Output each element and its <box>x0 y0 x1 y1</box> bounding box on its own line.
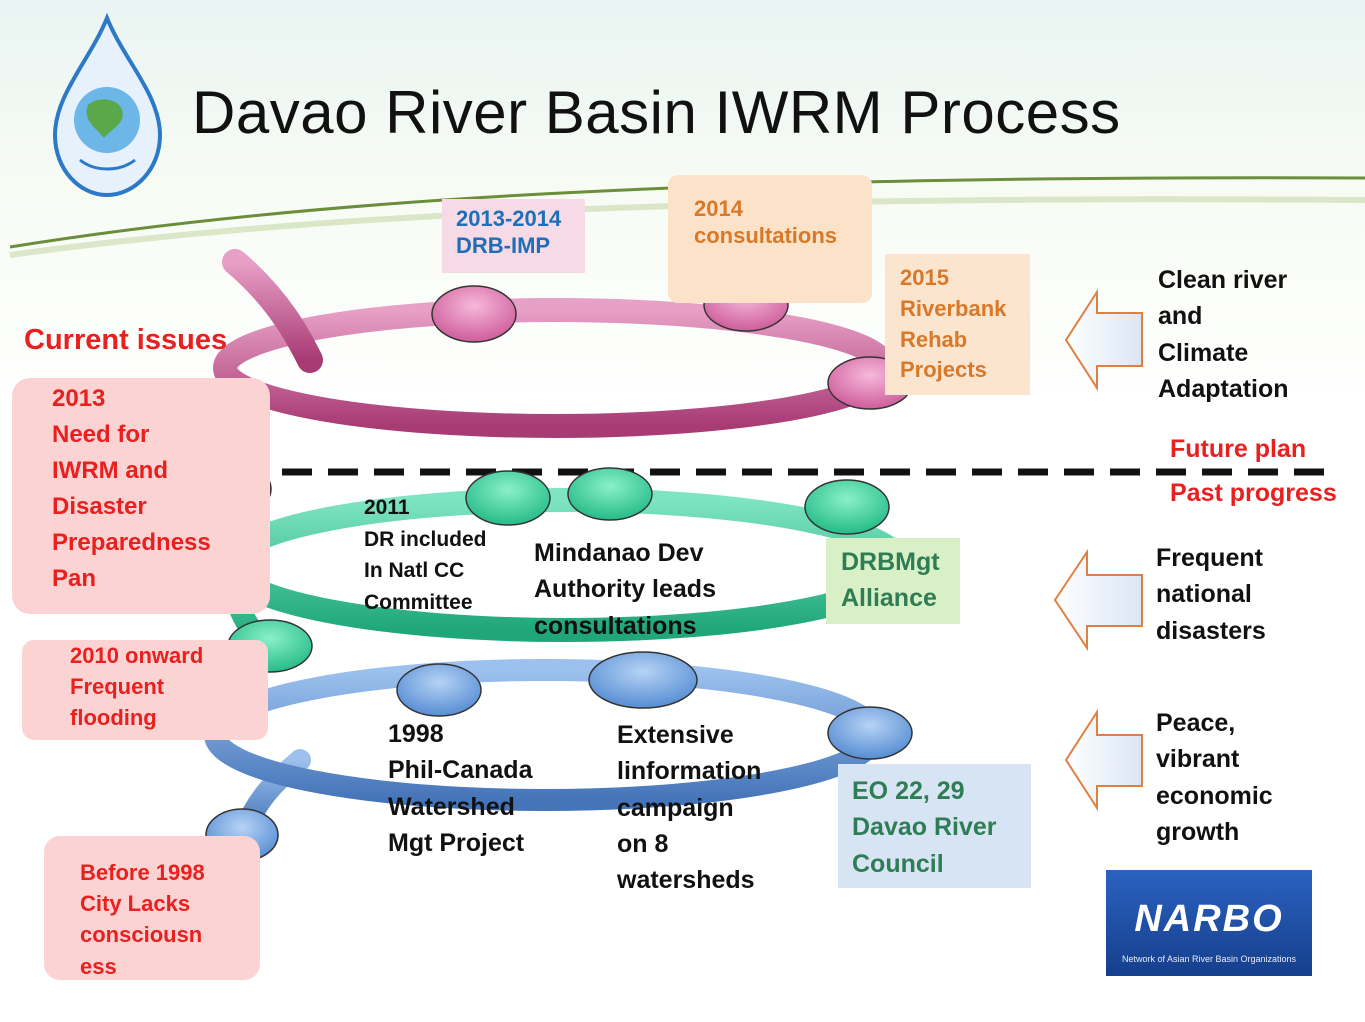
alliance-box <box>826 538 960 624</box>
past-progress-label: Past progress <box>1170 479 1337 507</box>
alliance-label: DRBMgt Alliance <box>841 548 940 613</box>
mindanao-label: Mindanao Dev Authority leads consultatio… <box>534 539 716 640</box>
drb-imp-label: 2013-2014 DRB-IMP <box>456 206 562 258</box>
narbo-name: NARBO <box>1134 898 1284 940</box>
arrow-left-icon <box>1064 708 1143 812</box>
future-plan-label: Future plan <box>1170 435 1307 463</box>
page-title: Davao River Basin IWRM Process <box>192 79 1121 146</box>
issue-2013-label: 2013 Need for IWRM and Disaster Prepared… <box>52 385 211 592</box>
riverbank-box <box>885 254 1030 395</box>
riverbank-label: 2015 Riverbank Rehab Projects <box>900 265 1007 383</box>
issue-2010-label: 2010 onward Frequent flooding <box>70 643 204 730</box>
node-extensive <box>588 651 698 709</box>
node-eo <box>827 706 913 760</box>
goal-frequent-label: Frequent national disasters <box>1156 544 1266 645</box>
issue-2010-box <box>22 640 268 740</box>
current-issues-heading: Current issues <box>24 324 228 356</box>
drb-imp-box <box>442 199 585 273</box>
water-drop-globe-logo-icon <box>52 12 163 198</box>
goal-peace-label: Peace, vibrant economic growth <box>1156 709 1273 846</box>
node-cc-2011 <box>465 470 551 526</box>
eo-label: EO 22, 29 Davao River Council <box>852 777 997 878</box>
node-mindanao <box>567 467 653 521</box>
arrow-left-icon <box>1053 548 1143 652</box>
issue-before-1998-box <box>44 836 260 980</box>
node-alliance <box>804 479 890 535</box>
eo-box <box>838 764 1031 888</box>
arrow-left-icon <box>1064 288 1143 392</box>
node-drb-imp <box>431 285 517 343</box>
consultations-2014-box <box>668 175 872 303</box>
issue-before-1998-label: Before 1998 City Lacks consciousn ess <box>80 860 205 979</box>
extensive-label: Extensive linformation campaign on 8 wat… <box>617 721 762 894</box>
node-phil-canada <box>396 663 482 717</box>
consultations-2014-label: 2014 consultations <box>694 196 838 248</box>
issue-2013-box <box>12 378 270 614</box>
narbo-logo-icon: NARBO Network of Asian River Basin Organ… <box>1106 870 1312 976</box>
goal-clean-label: Clean river and Climate Adaptation <box>1158 266 1289 403</box>
cc-2011-label: 2011 DR included In Natl CC Committee <box>364 496 487 614</box>
phil-canada-label: 1998 Phil-Canada Watershed Mgt Project <box>388 720 533 857</box>
narbo-subtitle: Network of Asian River Basin Organizatio… <box>1121 954 1297 964</box>
